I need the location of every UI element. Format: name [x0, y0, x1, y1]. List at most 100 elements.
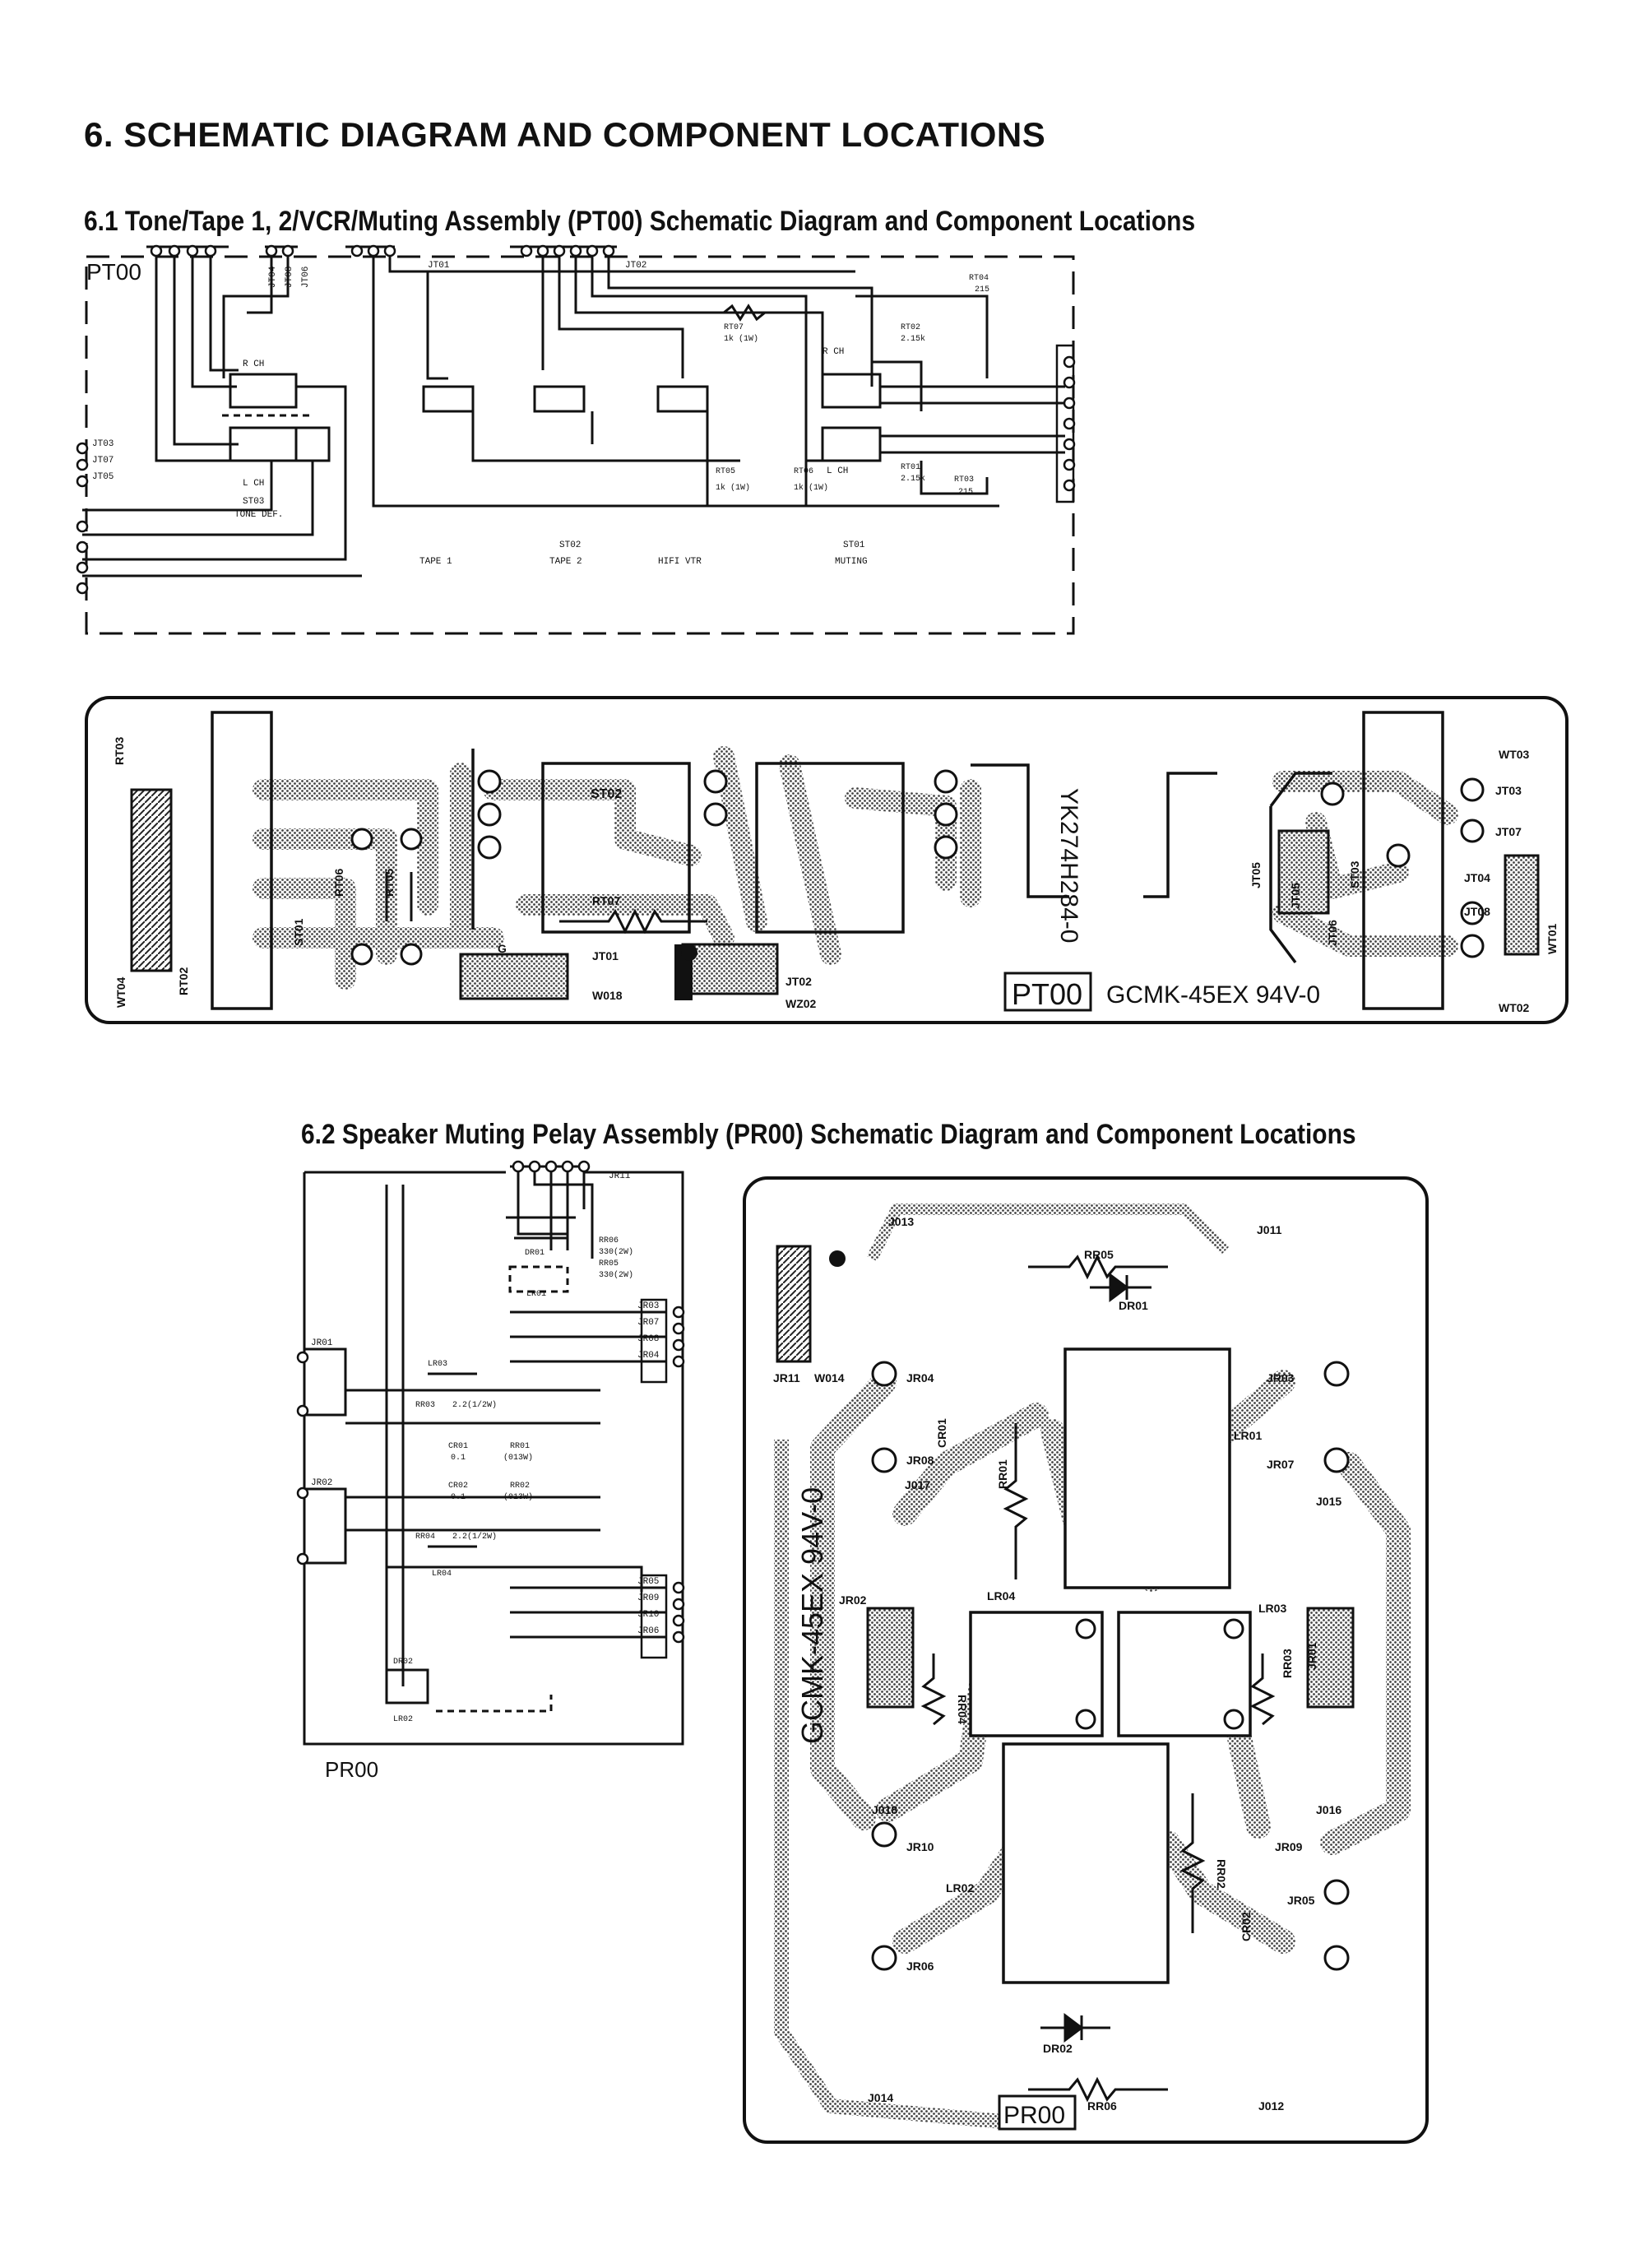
- pt00-connector-labels: JT01 JT02 JT03 JT07 JT05 JT04 JT08 JT06: [92, 261, 646, 482]
- component-ref: RR01: [510, 1442, 530, 1451]
- component-label: RR04: [956, 1695, 969, 1724]
- component-label: J011: [1257, 1223, 1282, 1236]
- resistor-ref: RT03: [954, 475, 974, 485]
- component-label: RT07: [592, 894, 620, 907]
- component-label: DR01: [1119, 1299, 1148, 1312]
- switch-label: ST01: [843, 540, 865, 550]
- component-label: JT05: [1249, 862, 1263, 888]
- component-value: 2.2(1/2W): [452, 1532, 497, 1542]
- component-label: JR01: [1305, 1642, 1318, 1670]
- resistor-value: 215: [958, 488, 973, 497]
- pr00-board-label: PR00: [325, 1757, 378, 1782]
- layout-pr00: [743, 1176, 1429, 2144]
- subsection-title-pt00: 6.1 Tone/Tape 1, 2/VCR/Muting Assembly (…: [84, 206, 1196, 237]
- schematic-pr00: [296, 1160, 685, 1746]
- resistor-value: 1k (1W): [794, 483, 828, 493]
- connector-label: JR08: [637, 1334, 659, 1344]
- pr00-board-code: GCMK-45EX 94V-0: [795, 1487, 829, 1744]
- component-ref: LR02: [393, 1715, 413, 1724]
- layout-pt00: [85, 696, 1569, 1024]
- component-ref: RR06: [599, 1236, 619, 1245]
- layout-pr00-labels: J013 J011 RR05 DR01 JR11 W014 JR04 CR01 …: [773, 1215, 1341, 2113]
- resistor-value: 2.15k: [901, 474, 925, 484]
- component-label: J014: [868, 2091, 893, 2104]
- component-value: (013W): [503, 1492, 533, 1502]
- component-label: RR01: [996, 1459, 1009, 1489]
- resistor-ref: RT06: [794, 467, 813, 476]
- pr00-component-labels: DR01 LR01 RR06 330(2W) RR05 330(2W) LR03…: [393, 1236, 633, 1724]
- connector-label: JR06: [637, 1626, 659, 1636]
- component-label: RR06: [1087, 2099, 1117, 2113]
- component-label: JR10: [906, 1840, 934, 1853]
- resistor-ref: RT05: [716, 467, 735, 476]
- pt00-board-code: GCMK-45EX 94V-0: [1106, 981, 1320, 1009]
- component-label: JT02: [785, 975, 812, 988]
- component-ref: RR04: [415, 1533, 435, 1542]
- resistor-value: 2.15k: [901, 334, 925, 344]
- connector-label: JT02: [625, 261, 646, 271]
- component-label: J016: [1316, 1803, 1341, 1816]
- switch-label: L CH: [243, 479, 264, 489]
- component-ref: RR02: [510, 1482, 530, 1491]
- channel-label: L CH: [827, 466, 848, 476]
- component-ref: CR01: [448, 1442, 468, 1451]
- component-label: J013: [888, 1215, 914, 1228]
- pt00-board-name: PT00: [1012, 977, 1082, 1011]
- component-label: LR01: [1234, 1429, 1262, 1442]
- component-label: WT04: [114, 976, 127, 1008]
- component-label: JT06: [1326, 920, 1339, 946]
- component-label: JR03: [1267, 1371, 1295, 1384]
- connector-label: JR07: [637, 1318, 659, 1328]
- pt00-part-number: YK274H284-0: [1055, 788, 1082, 943]
- component-label: JR04: [906, 1371, 934, 1384]
- connector-label: JR11: [609, 1171, 631, 1181]
- connector-label: JT08: [285, 267, 294, 288]
- pt00-switch-labels: R CH L CH ST03 TONE DEF. TAPE 1 ST02 TAP…: [234, 359, 868, 567]
- component-ref: LR03: [428, 1360, 447, 1369]
- resistor-value: 1k (1W): [716, 483, 750, 493]
- connector-label: JR05: [637, 1577, 659, 1587]
- component-label: JT01: [592, 949, 619, 962]
- component-value: 330(2W): [599, 1247, 633, 1257]
- pr00-board-name: PR00: [1003, 2102, 1065, 2129]
- component-label: W014: [814, 1371, 845, 1384]
- component-label: JR02: [839, 1593, 867, 1607]
- component-label: CR02: [1240, 1912, 1253, 1941]
- connector-label: JT01: [428, 261, 450, 271]
- component-label: W018: [592, 989, 623, 1002]
- component-label: RT02: [177, 967, 190, 995]
- component-label: ST02: [591, 787, 622, 801]
- component-label: RR03: [1281, 1649, 1294, 1678]
- component-label: JR08: [906, 1454, 934, 1467]
- switch-label: HIFI VTR: [658, 557, 702, 567]
- component-ref: DR02: [393, 1658, 413, 1667]
- resistor-ref: RT02: [901, 323, 920, 332]
- connector-label: JR03: [637, 1301, 659, 1311]
- connector-label: JT07: [92, 456, 114, 466]
- component-label: G: [498, 942, 507, 955]
- component-label: ST03: [1348, 860, 1361, 888]
- component-label: J015: [1316, 1495, 1341, 1508]
- component-label: JR09: [1275, 1840, 1303, 1853]
- component-label: JT04: [1464, 871, 1490, 884]
- switch-label: MUTING: [835, 557, 868, 567]
- resistor-ref: RT04: [969, 274, 989, 283]
- pr00-connector-labels: JR11 JR01 JR02 JR03 JR07 JR08 JR04 JR05 …: [311, 1171, 660, 1636]
- component-label: RT03: [113, 737, 126, 765]
- resistor-value: 215: [975, 285, 989, 295]
- subsection-title-pr00: 6.2 Speaker Muting Pelay Assembly (PR00)…: [301, 1119, 1356, 1150]
- connector-label: JT03: [92, 439, 114, 449]
- component-label: WZ02: [785, 997, 817, 1010]
- component-ref: CR02: [448, 1482, 468, 1491]
- component-label: WT02: [1499, 1001, 1530, 1014]
- resistor-value: 1k (1W): [724, 334, 758, 344]
- component-label: ST01: [292, 918, 305, 946]
- component-label: WT01: [1545, 923, 1559, 954]
- connector-label: JR04: [637, 1351, 660, 1361]
- component-label: JT08: [1464, 905, 1490, 918]
- component-label: JR05: [1287, 1894, 1315, 1907]
- component-label: JT03: [1495, 784, 1522, 797]
- component-ref: DR01: [525, 1249, 544, 1258]
- component-ref: RR05: [599, 1259, 619, 1269]
